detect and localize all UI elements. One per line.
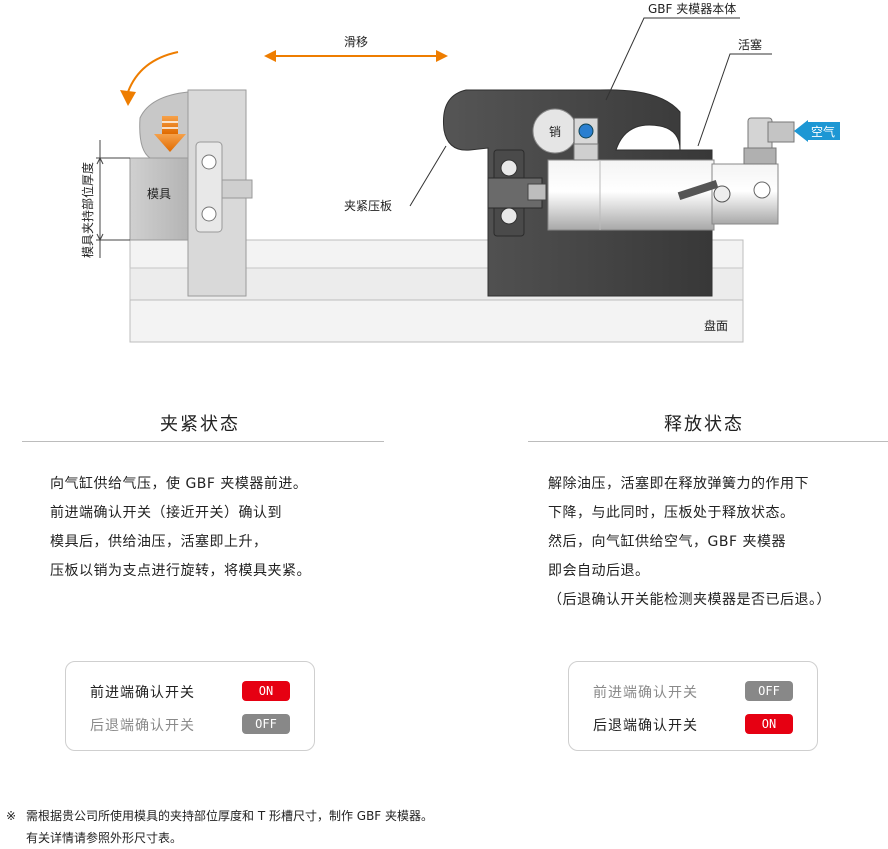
release-desc-line: 然后，向气缸供给空气，GBF 夹模器 <box>548 534 786 550</box>
switch-status-badge: OFF <box>745 681 793 701</box>
clamp-desc-line: 模具后，供给油压，活塞即上升， <box>50 534 268 550</box>
release-desc-line: 下降，与此同时，压板处于释放状态。 <box>548 505 795 521</box>
label-clamp-plate: 夹紧压板 <box>344 199 392 213</box>
footnote-line-2: 有关详情请参照外形尺寸表。 <box>26 831 183 845</box>
clamp-down-arrow-icon <box>154 116 186 152</box>
release-state-description: 解除油压，活塞即在释放弹簧力的作用下 下降，与此同时，压板处于释放状态。 然后，… <box>548 470 831 615</box>
release-desc-line: （后退确认开关能检测夹模器是否已后退。） <box>548 592 831 608</box>
release-state-divider <box>528 441 888 442</box>
release-desc-line: 即会自动后退。 <box>548 563 650 579</box>
rotation-arrow-icon <box>120 51 179 106</box>
release-switch-panel: 前进端确认开关 OFF 后退端确认开关 ON <box>568 661 818 751</box>
footnote-line-1: 需根据贵公司所使用模具的夹持部位厚度和 T 形槽尺寸，制作 GBF 夹模器。 <box>26 809 434 823</box>
label-air: 空气 <box>811 124 835 139</box>
clamp-desc-line: 前进端确认开关（接近开关）确认到 <box>50 505 282 521</box>
switch-status-badge: ON <box>745 714 793 734</box>
piston-cylinder <box>547 143 779 231</box>
slide-arrow-icon <box>264 50 448 62</box>
clamp-state-description: 向气缸供给气压，使 GBF 夹模器前进。 前进端确认开关（接近开关）确认到 模具… <box>50 470 311 586</box>
label-gbf-body: GBF 夹模器本体 <box>648 2 736 16</box>
label-mold-thickness: 模具夹持部位厚度 <box>80 162 95 258</box>
air-inlet-arrow-icon <box>794 120 840 142</box>
clamp-state-title: 夹紧状态 <box>160 414 240 435</box>
label-slide: 滑移 <box>344 35 368 49</box>
clamp-desc-line: 向气缸供给气压，使 GBF 夹模器前进。 <box>50 476 308 492</box>
switch-status-badge: OFF <box>242 714 290 734</box>
switch-status-badge: ON <box>242 681 290 701</box>
footnote-mark: ※ <box>6 809 17 823</box>
label-mold: 模具 <box>147 187 171 201</box>
fitting-icon <box>573 117 599 145</box>
switch-label-forward: 前进端确认开关 <box>593 685 698 701</box>
air-fitting <box>743 117 795 165</box>
clamp-state-divider <box>22 441 384 442</box>
clamp-switch-panel: 前进端确认开关 ON 后退端确认开关 OFF <box>65 661 315 751</box>
release-desc-line: 解除油压，活塞即在释放弹簧力的作用下 <box>548 476 809 492</box>
release-state-title: 释放状态 <box>664 414 744 435</box>
switch-label-forward: 前进端确认开关 <box>90 685 195 701</box>
label-pin: 销 <box>549 125 561 139</box>
label-platen: 盘面 <box>704 318 728 333</box>
label-piston: 活塞 <box>738 37 762 52</box>
clamp-desc-line: 压板以销为支点进行旋转，将模具夹紧。 <box>50 563 311 579</box>
leader-lines <box>409 17 772 207</box>
switch-label-backward: 后退端确认开关 <box>90 718 195 734</box>
clamp-mechanism-diagram: 滑移 GBF 夹模器本体 活塞 空气 销 模具 模具夹持部位厚度 夹紧压板 盘面 <box>80 2 840 343</box>
mold-thickness-dimension <box>96 140 130 258</box>
switch-label-backward: 后退端确认开关 <box>593 718 698 734</box>
